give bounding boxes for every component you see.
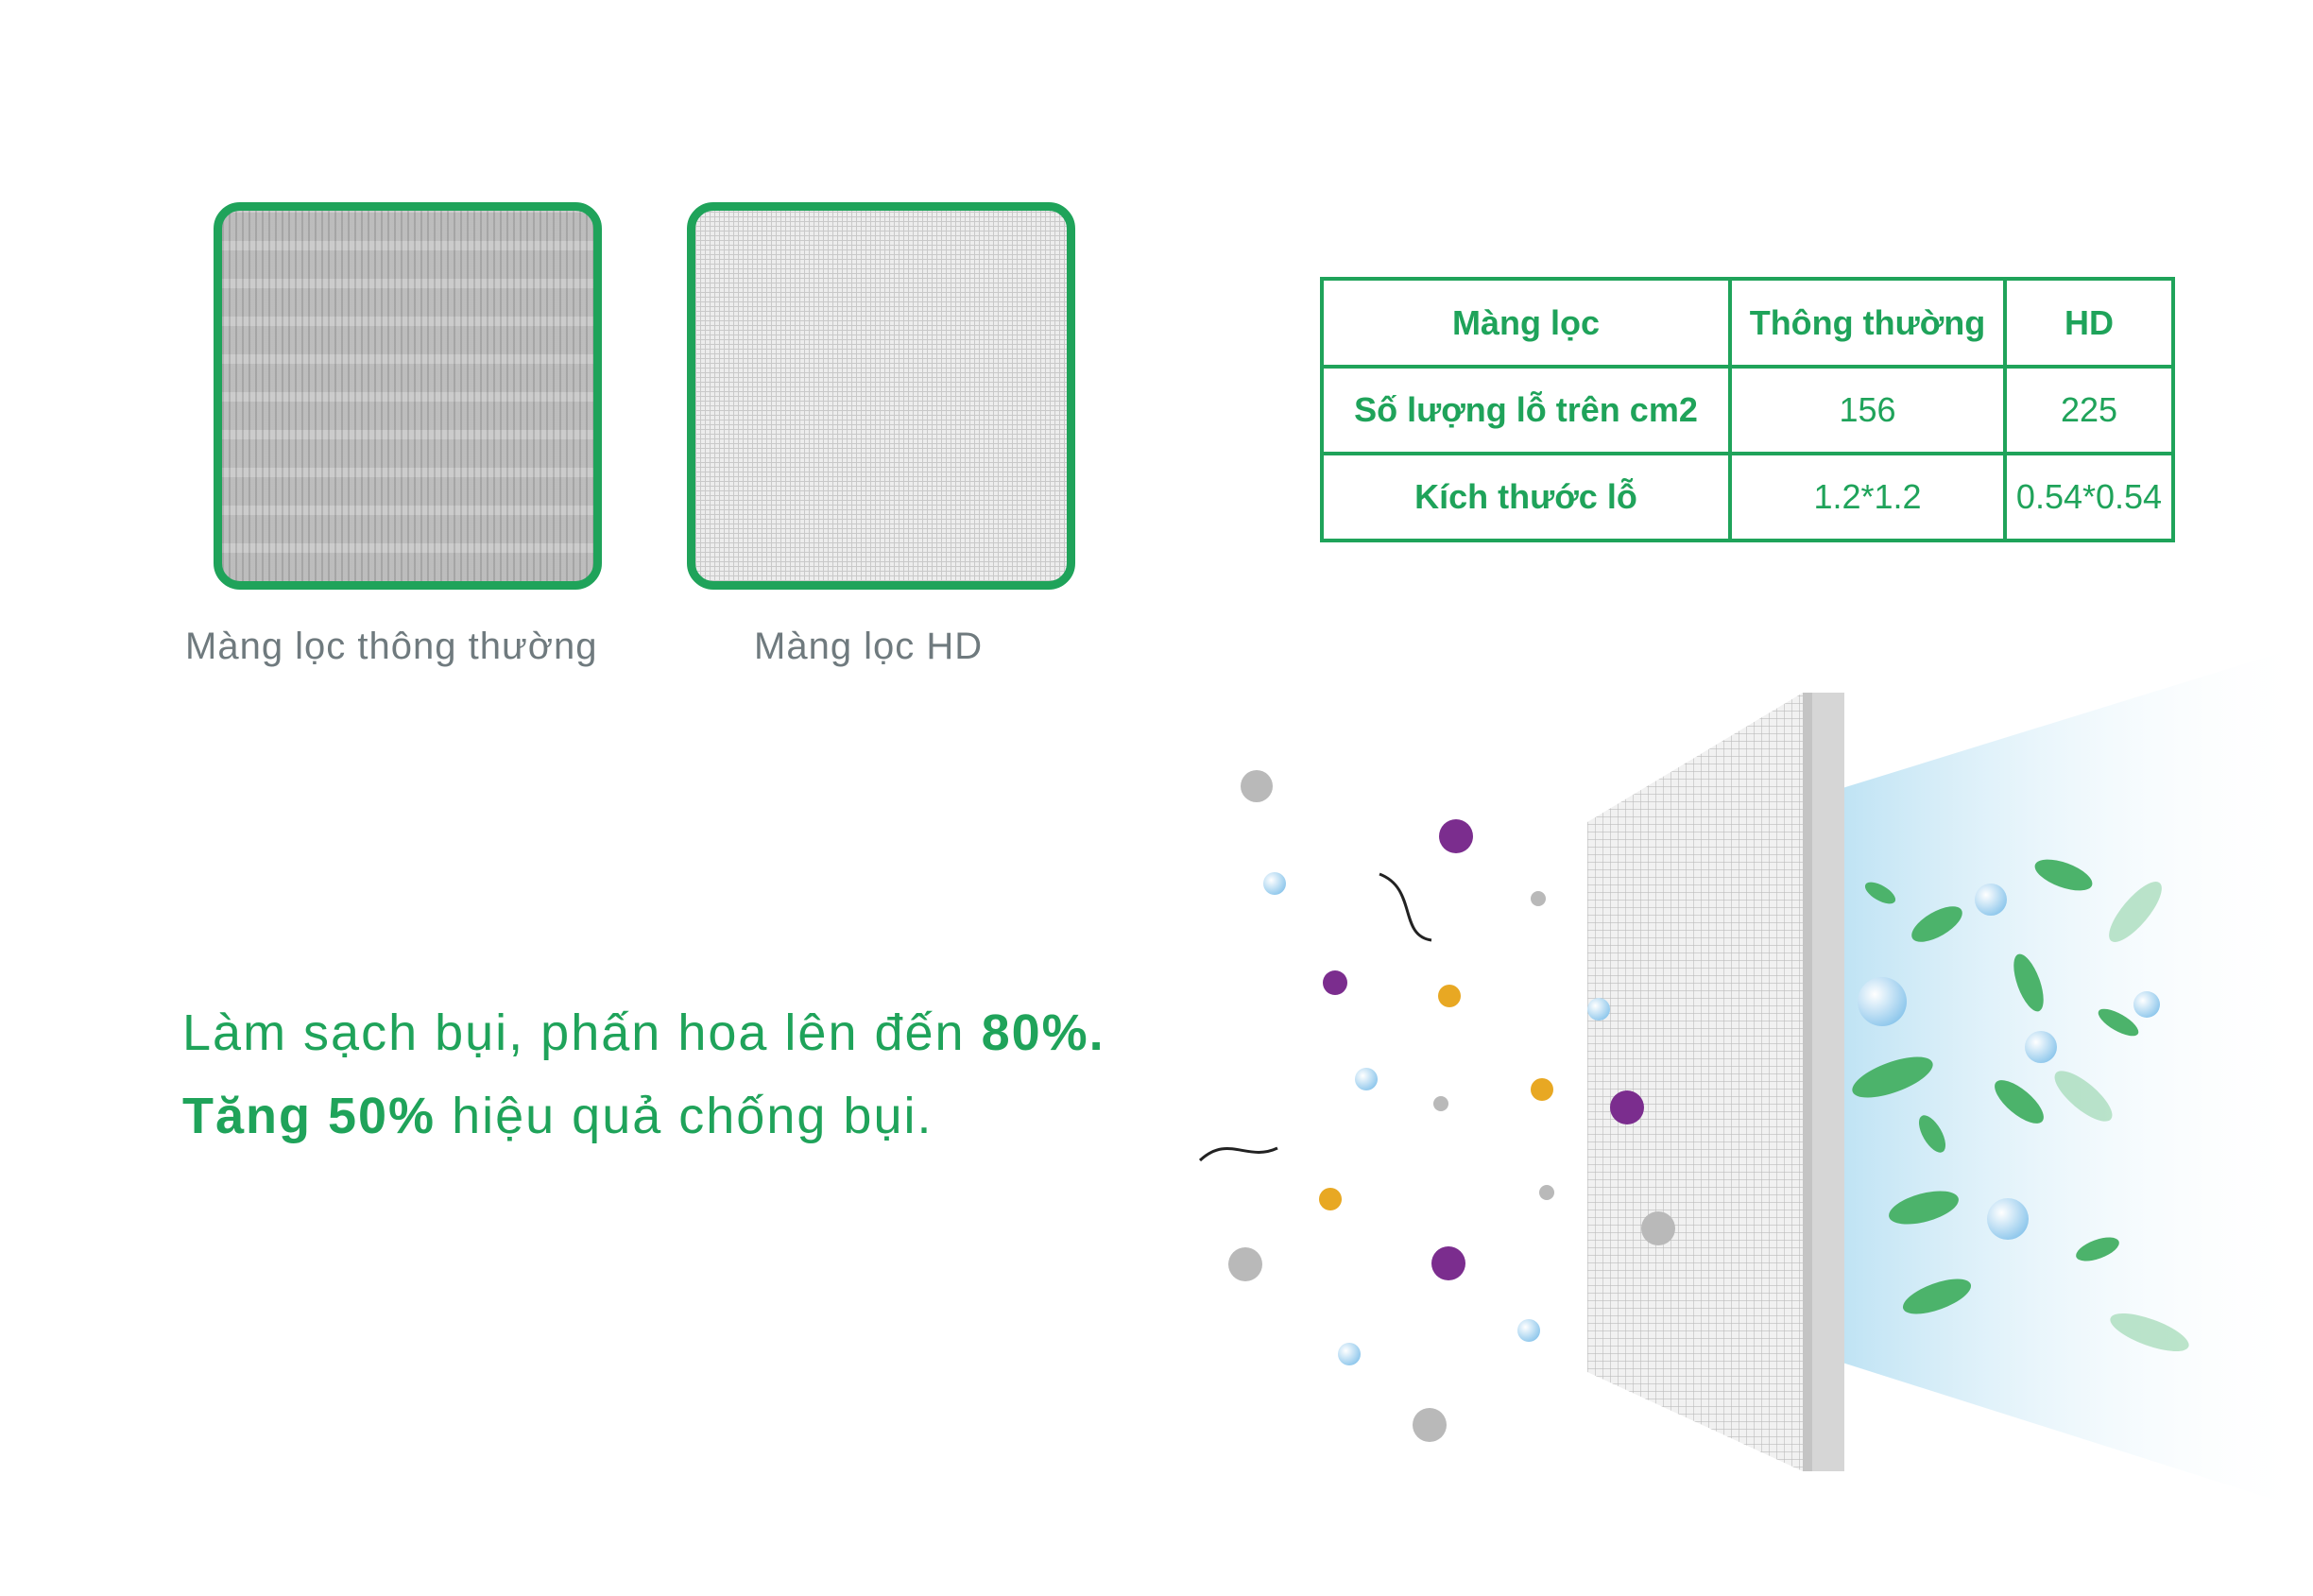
table-row: Kích thước lỗ 1.2*1.2 0.54*0.54 [1320, 452, 2175, 542]
gray-dust-icon [1531, 891, 1546, 906]
leaf-icon [2076, 1237, 2119, 1261]
bubble-icon [2025, 1031, 2057, 1063]
bubble-icon [1987, 1198, 2029, 1240]
droplet-icon [1355, 1068, 1378, 1090]
bubble-icon [1975, 884, 2007, 916]
leaf-icon [2110, 1313, 2189, 1351]
headline-highlight: Tăng 50% [182, 1088, 437, 1144]
pollen-purple-icon [1439, 819, 1473, 853]
leaf-icon [2098, 1008, 2139, 1037]
leaf-icon [2013, 953, 2044, 1012]
table-header-cell: HD [2003, 277, 2175, 369]
bubble-icon [1858, 977, 1907, 1026]
gray-dust-icon [1413, 1408, 1447, 1442]
pollen-yellow-icon [1319, 1188, 1342, 1210]
headline-line-1: Làm sạch bụi, phấn hoa lên đến 80%. [182, 1004, 1105, 1062]
leaf-icon [1864, 882, 1896, 904]
leaf-icon [2109, 882, 2162, 942]
table-header-cell: Thông thường [1728, 277, 2007, 369]
hair-fiber-icon [1198, 1146, 1278, 1162]
headline-text: hiệu quả chống bụi. [436, 1088, 934, 1144]
pollen-purple-icon [1431, 1246, 1465, 1280]
gray-dust-icon [1539, 1185, 1554, 1200]
pollen-yellow-icon [1531, 1078, 1553, 1101]
table-cell: 156 [1728, 365, 2007, 455]
table-header-cell: Màng lọc [1320, 277, 1732, 369]
headline-highlight: 80%. [981, 1004, 1105, 1061]
pollen-yellow-icon [1438, 985, 1461, 1007]
pollen-purple-icon [1323, 970, 1347, 995]
normal-filter-caption: Màng lọc thông thường [185, 626, 598, 667]
normal-filter-sample [214, 202, 602, 590]
gray-dust-icon [1433, 1096, 1448, 1111]
hd-filter-caption: Màng lọc HD [754, 626, 984, 667]
gray-dust-icon [1228, 1247, 1262, 1281]
headline-text: Làm sạch bụi, phấn hoa lên đến [182, 1004, 982, 1061]
leaf-icon [2034, 859, 2093, 891]
leaf-icon [1902, 1279, 1972, 1314]
gray-dust-icon [1241, 770, 1273, 802]
table-row-label: Kích thước lỗ [1320, 452, 1732, 542]
hair-fiber-icon [1379, 872, 1432, 942]
leaf-icon [1911, 906, 1962, 942]
droplet-icon [1517, 1319, 1540, 1342]
table-cell: 1.2*1.2 [1728, 452, 2007, 542]
leaf-icon [1852, 1056, 1933, 1098]
gray-dust-icon [1641, 1211, 1675, 1245]
droplet-icon [1338, 1343, 1361, 1365]
comparison-table: Màng lọc Thông thường HD Số lượng lỗ trê… [1320, 277, 2175, 542]
pollen-purple-icon [1610, 1090, 1644, 1124]
leaf-icon [2054, 1071, 2113, 1122]
leaf-icon [1889, 1191, 1959, 1225]
droplet-icon [1263, 872, 1286, 895]
leaf-icon [1919, 1115, 1945, 1153]
bubble-icon [2133, 991, 2160, 1018]
table-row: Số lượng lỗ trên cm2 156 225 [1320, 365, 2175, 455]
clean-air-elements [1852, 859, 2189, 1351]
hd-filter-sample [687, 202, 1075, 590]
table-header-row: Màng lọc Thông thường HD [1320, 277, 2175, 369]
headline-line-2: Tăng 50% hiệu quả chống bụi. [182, 1087, 933, 1145]
table-cell: 225 [2003, 365, 2175, 455]
filter-panel [1587, 693, 1844, 1471]
droplet-icon [1587, 998, 1610, 1021]
table-row-label: Số lượng lỗ trên cm2 [1320, 365, 1732, 455]
dust-particles [1198, 770, 1675, 1442]
table-cell: 0.54*0.54 [2003, 452, 2175, 542]
leaf-icon [1995, 1080, 2044, 1124]
